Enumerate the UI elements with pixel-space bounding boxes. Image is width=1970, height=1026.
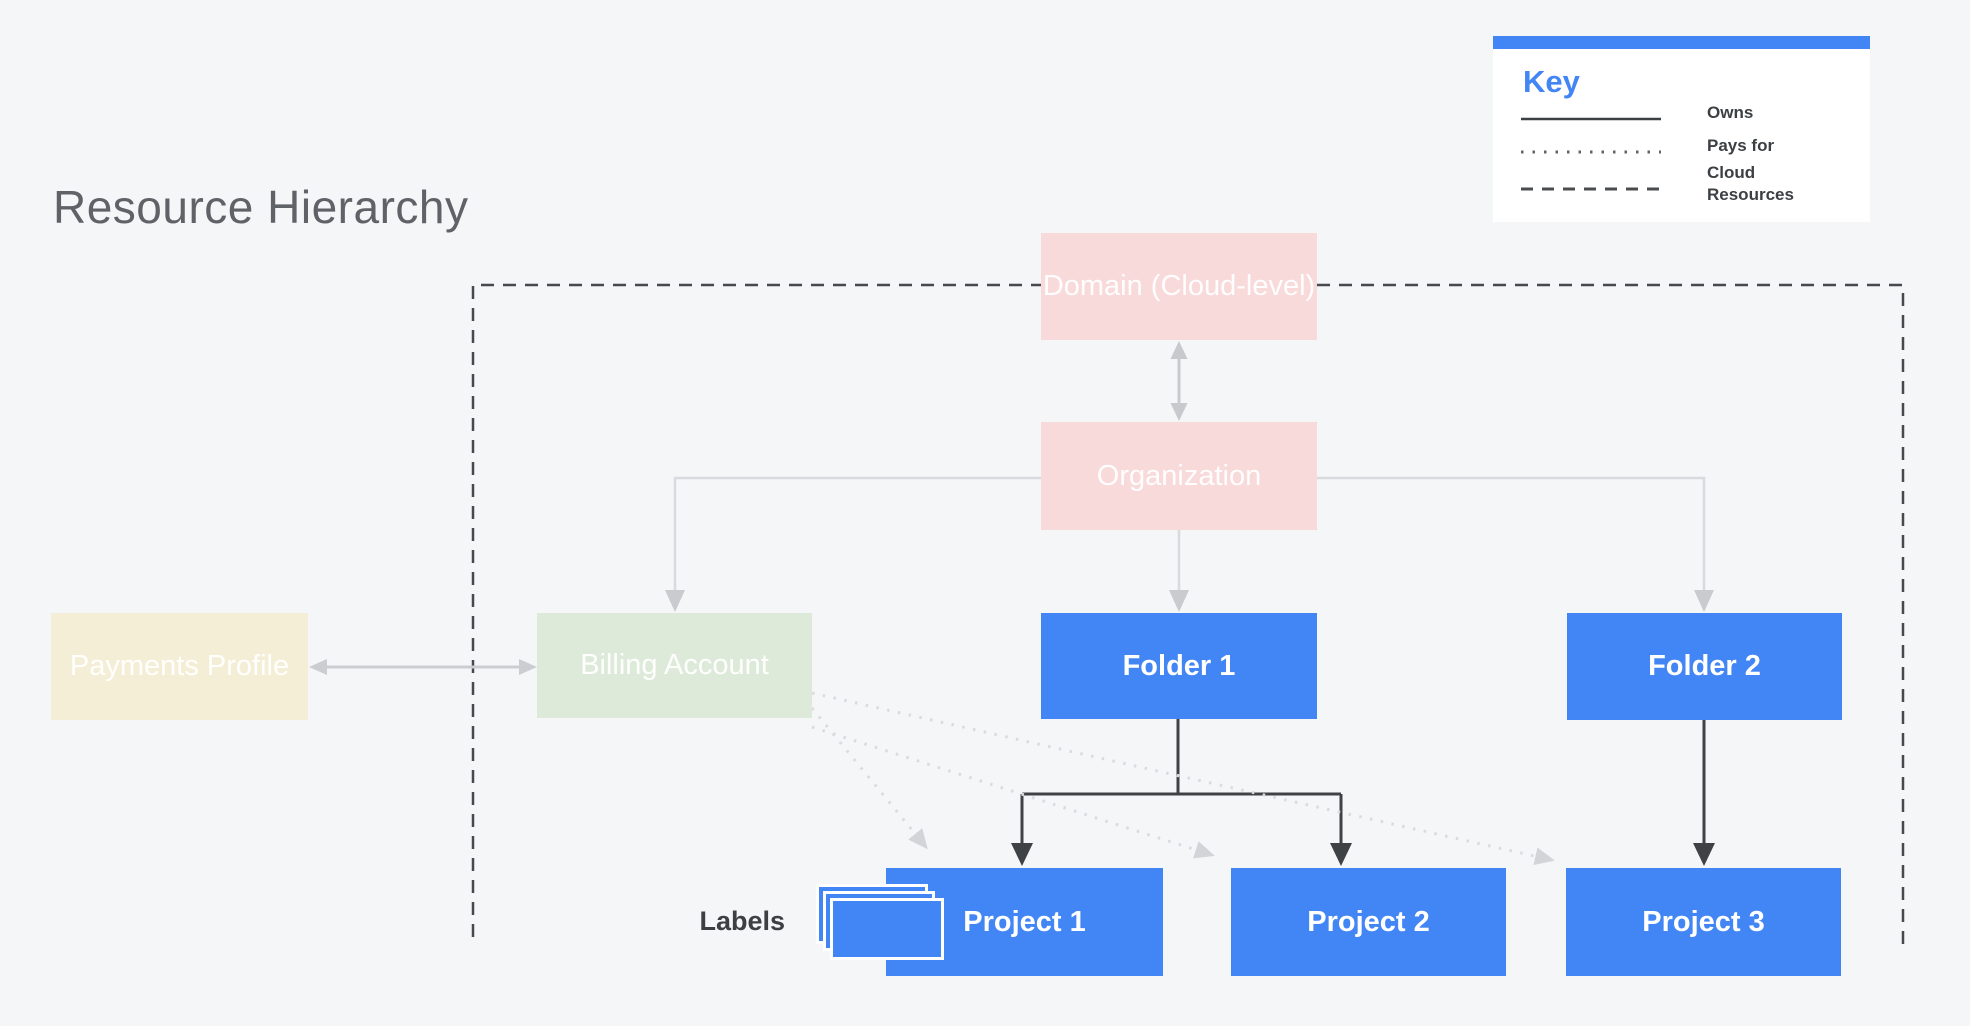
legend-accent-bar: [1493, 36, 1870, 49]
node-project-1-label: Project 1: [963, 905, 1086, 938]
node-project-2-label: Project 2: [1307, 905, 1430, 938]
legend-label-pays-for: Pays for: [1707, 136, 1775, 155]
legend-solid-line-sample: [1521, 110, 1661, 128]
organization-folder2-link: [1317, 476, 1706, 608]
legend-label-owns: Owns: [1707, 103, 1754, 122]
node-folder-2-label: Folder 2: [1648, 650, 1761, 682]
node-organization: Organization: [1041, 422, 1317, 530]
node-organization-label: Organization: [1096, 459, 1262, 492]
legend-label-cloud-resources: Cloud Resources: [1707, 163, 1794, 204]
node-domain-label: Domain (Cloud-level): [1042, 270, 1316, 302]
organization-billing-link: [673, 476, 1041, 608]
node-billing-account: Billing Account: [537, 613, 812, 718]
node-payments-profile-label: Payments Profile: [69, 650, 290, 682]
legend-heading: Key: [1523, 64, 1580, 99]
legend-dashed-line-sample: [1521, 180, 1661, 198]
node-folder-1: Folder 1: [1041, 613, 1317, 719]
node-domain: Domain (Cloud-level): [1041, 233, 1317, 340]
node-payments-profile: Payments Profile: [51, 613, 308, 720]
labels-caption: Labels: [699, 906, 785, 936]
node-project-2: Project 2: [1231, 868, 1506, 976]
legend-panel: Key Owns Pays for Cloud Resources: [1493, 36, 1870, 222]
node-folder-1-label: Folder 1: [1122, 649, 1236, 682]
legend-dotted-line-sample: [1521, 143, 1661, 161]
folder1-owns-projects: [1020, 719, 1343, 845]
node-project-3-label: Project 3: [1642, 905, 1765, 938]
page-title: Resource Hierarchy: [53, 181, 469, 233]
pays-for-project2: [811, 725, 1215, 859]
node-folder-2: Folder 2: [1567, 613, 1842, 720]
pays-for-project1: [810, 707, 928, 850]
node-billing-account-label: Billing Account: [580, 649, 769, 681]
node-project-3: Project 3: [1566, 868, 1841, 976]
labels-stack-icon: [830, 898, 944, 960]
